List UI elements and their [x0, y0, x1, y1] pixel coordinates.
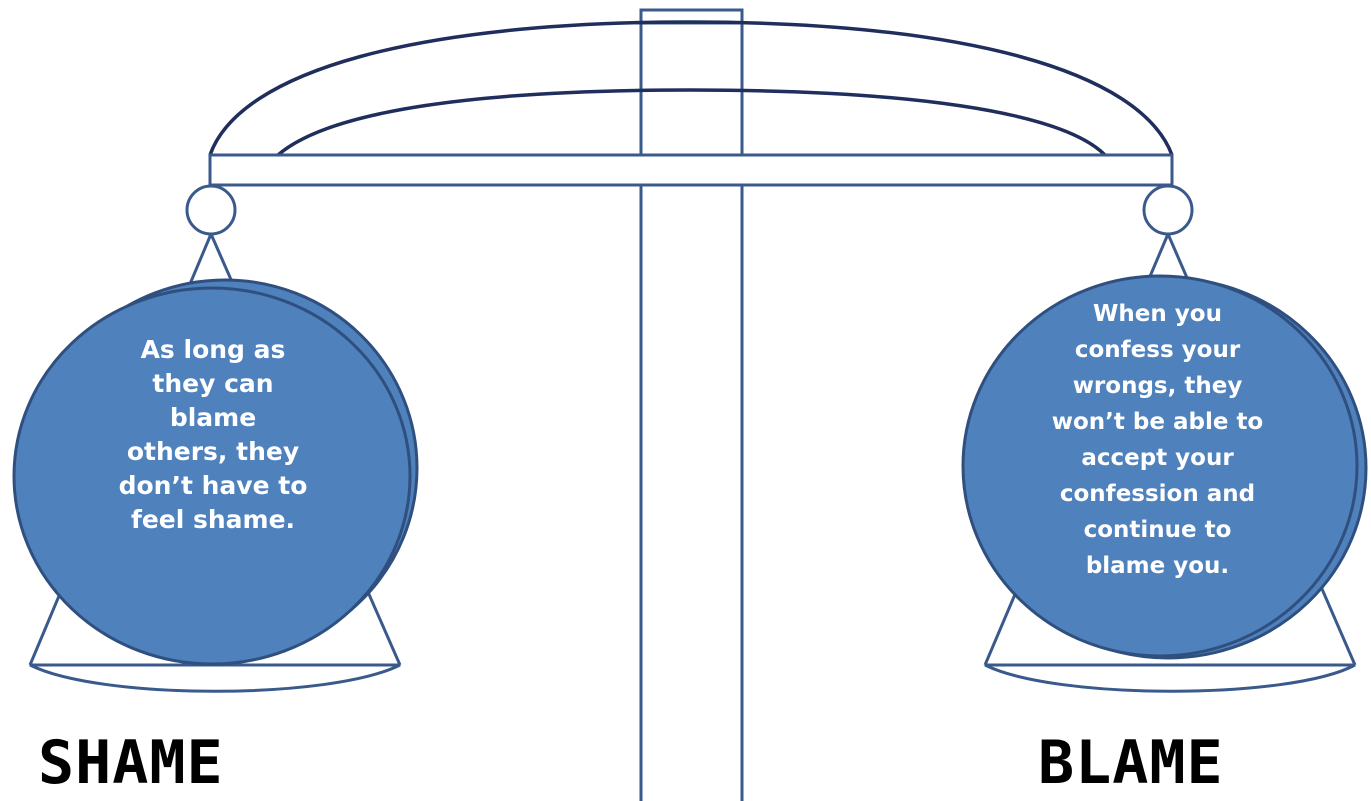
- shame-label: SHAME: [38, 728, 224, 798]
- right-hanger-ring: [1144, 186, 1192, 234]
- left-hanger-ring: [187, 186, 235, 234]
- blame-label: BLAME: [1038, 728, 1224, 798]
- scale-arch: [210, 22, 1172, 155]
- right-bubble-text: When you confess your wrongs, they won’t…: [1010, 296, 1305, 584]
- scale-center-post: [641, 10, 742, 801]
- left-bubble-text: As long as they can blame others, they d…: [98, 333, 328, 537]
- scale-beam: [210, 155, 1172, 185]
